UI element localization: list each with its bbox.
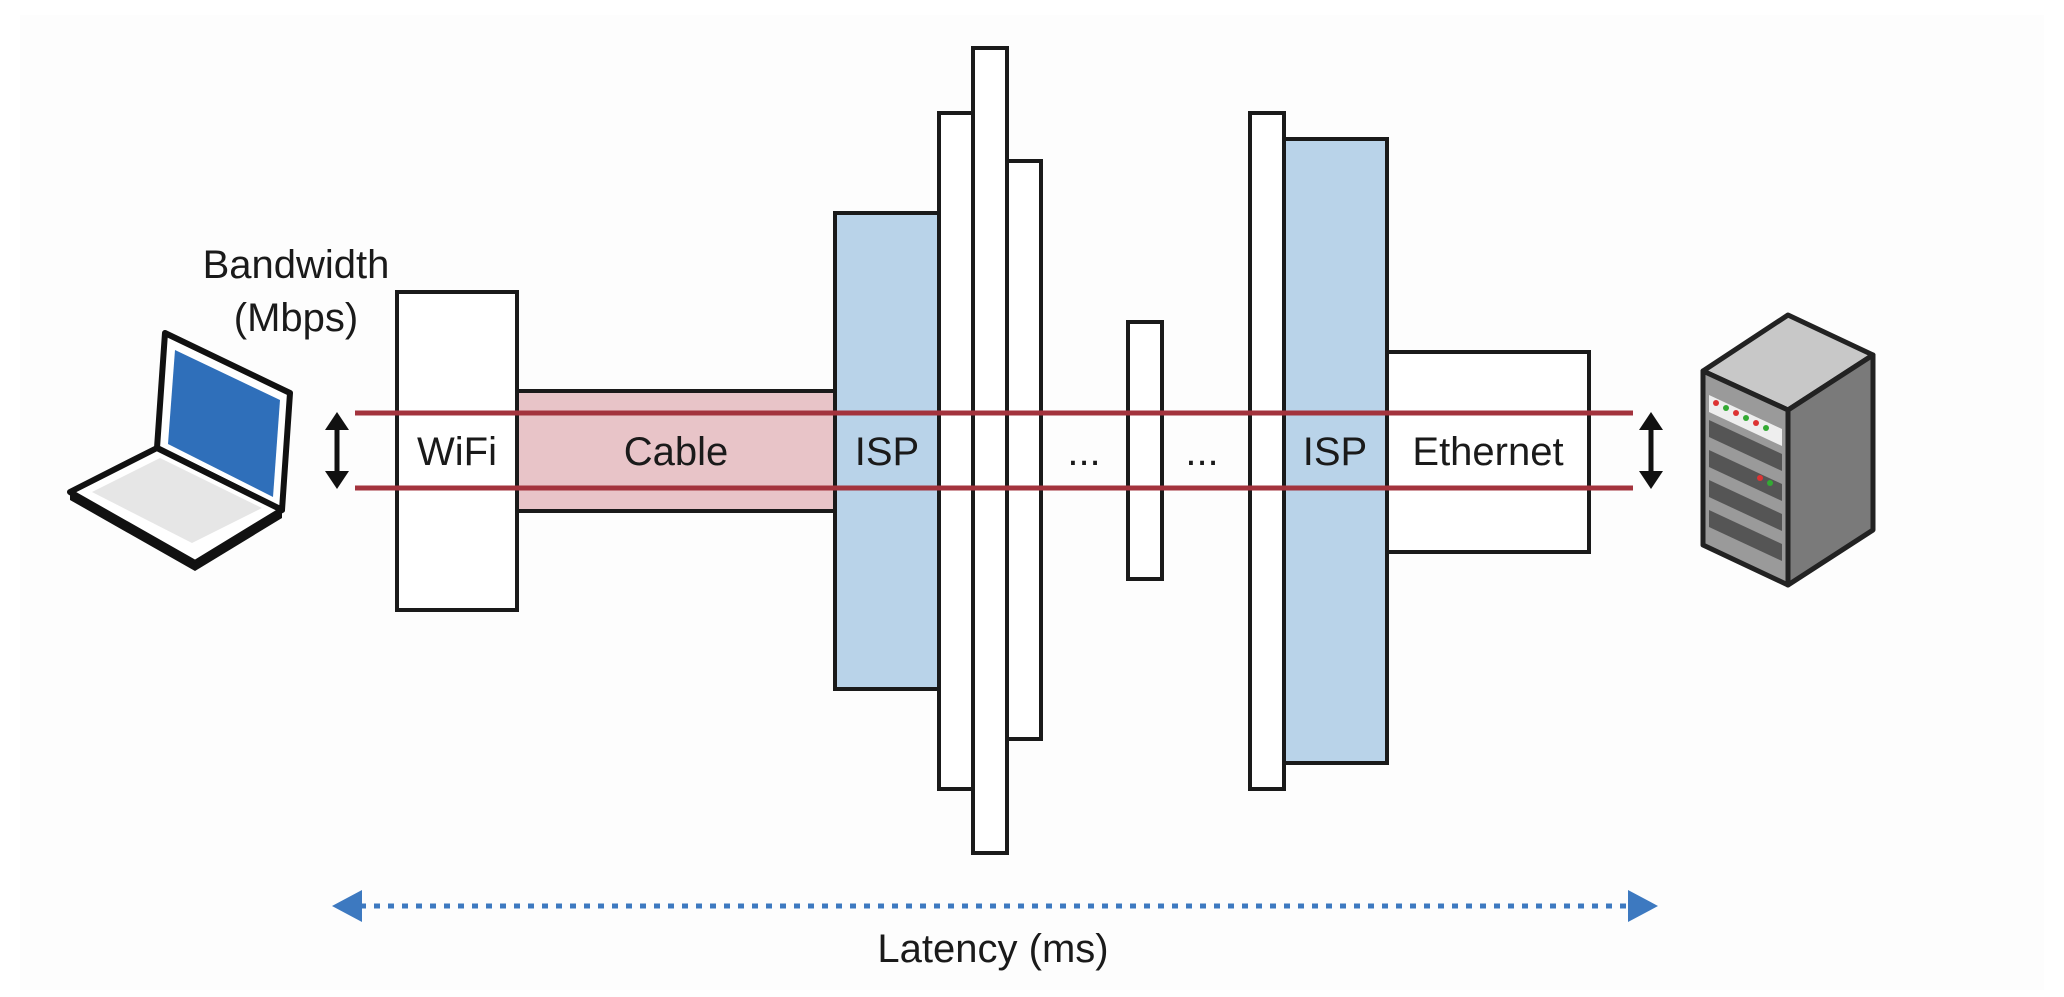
router-plate [1005, 159, 1043, 741]
isp-left-segment [833, 211, 941, 691]
ethernet-label: Ethernet [1412, 430, 1563, 474]
bandwidth-label-line1: Bandwidth [203, 243, 390, 287]
double-arrow-horizontal-dotted-icon [332, 890, 1658, 922]
ellipsis-left-label: ... [1067, 430, 1100, 474]
ethernet-segment [1385, 350, 1591, 554]
router-plate [1248, 111, 1286, 791]
server-rack-icon [1700, 312, 1876, 588]
router-plate-small [1126, 320, 1164, 581]
isp-right-segment [1282, 137, 1389, 765]
double-arrow-vertical-icon [325, 412, 349, 489]
wifi-label: WiFi [417, 430, 497, 474]
router-plate [937, 111, 975, 791]
isp-left-label: ISP [855, 430, 919, 474]
double-arrow-vertical-icon [1639, 412, 1663, 489]
bandwidth-label-line2: (Mbps) [234, 296, 358, 340]
ellipsis-right-label: ... [1185, 430, 1218, 474]
latency-label: Latency (ms) [877, 927, 1108, 971]
isp-right-label: ISP [1303, 430, 1367, 474]
router-plate [971, 46, 1009, 855]
wifi-segment [395, 290, 519, 612]
cable-label: Cable [624, 430, 729, 474]
laptop-icon [67, 330, 293, 571]
